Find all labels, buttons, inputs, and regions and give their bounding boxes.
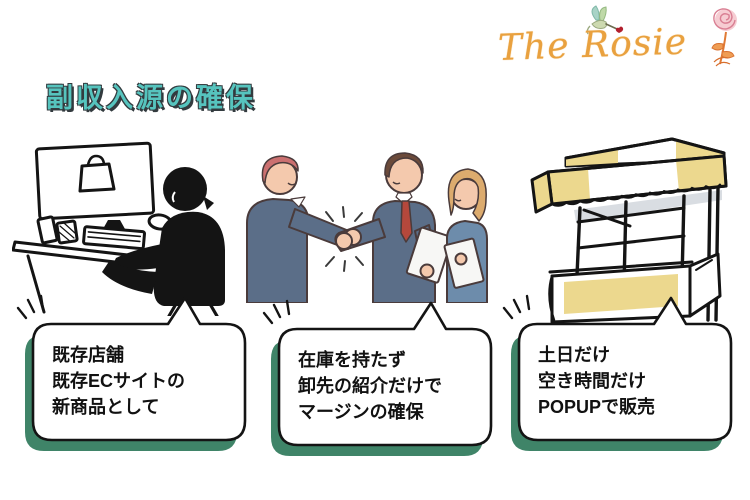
bubble-line: 在庫を持たず [298,350,406,370]
bubble-line: 新商品として [52,397,160,417]
bubble-line: マージンの確保 [298,402,424,422]
speech-bubble [271,301,493,456]
brand-name: The Rosie [497,21,688,70]
brand-logo: The Rosie [492,4,748,74]
bubble-line: 既存ECサイトの [52,371,186,391]
document-folder [405,226,454,284]
person-at-computer-illustration [12,141,225,316]
hummingbird-icon [586,5,624,35]
section-popup-sales: 土日だけ 空き時間だけ POPUPで販売 [502,294,743,453]
speech-bubble [25,296,247,451]
bubble-line: 土日だけ [538,345,610,365]
popup-stall-illustration [530,137,728,324]
heart-icon [615,26,624,33]
sparkle-marks-icon [325,206,364,272]
bubble-text: 土日だけ 空き時間だけ POPUPで販売 [538,342,655,420]
bubble-line: 空き時間だけ [538,371,646,391]
speech-bubble [511,296,733,451]
shopping-bag-icon [78,154,116,193]
necktie [400,200,413,243]
page-title: 副収入源の確保 [46,83,256,113]
bubble-line: 卸先の紹介だけで [298,376,442,396]
rose-icon [711,8,737,67]
business-handshake-illustration [246,152,488,303]
section-wholesale-intro: 在庫を持たず 卸先の紹介だけで マージンの確保 [262,299,503,458]
bubble-text: 在庫を持たず 卸先の紹介だけで マージンの確保 [298,347,442,425]
bubble-line: 既存店舗 [52,345,124,365]
bubble-text: 既存店舗 既存ECサイトの 新商品として [52,342,185,420]
emphasis-marks-icon [262,299,291,325]
section-existing-store: 既存店舗 既存ECサイトの 新商品として [16,294,257,453]
emphasis-marks-icon [16,294,45,320]
bubble-line: POPUPで販売 [538,397,656,417]
emphasis-marks-icon [502,294,531,320]
